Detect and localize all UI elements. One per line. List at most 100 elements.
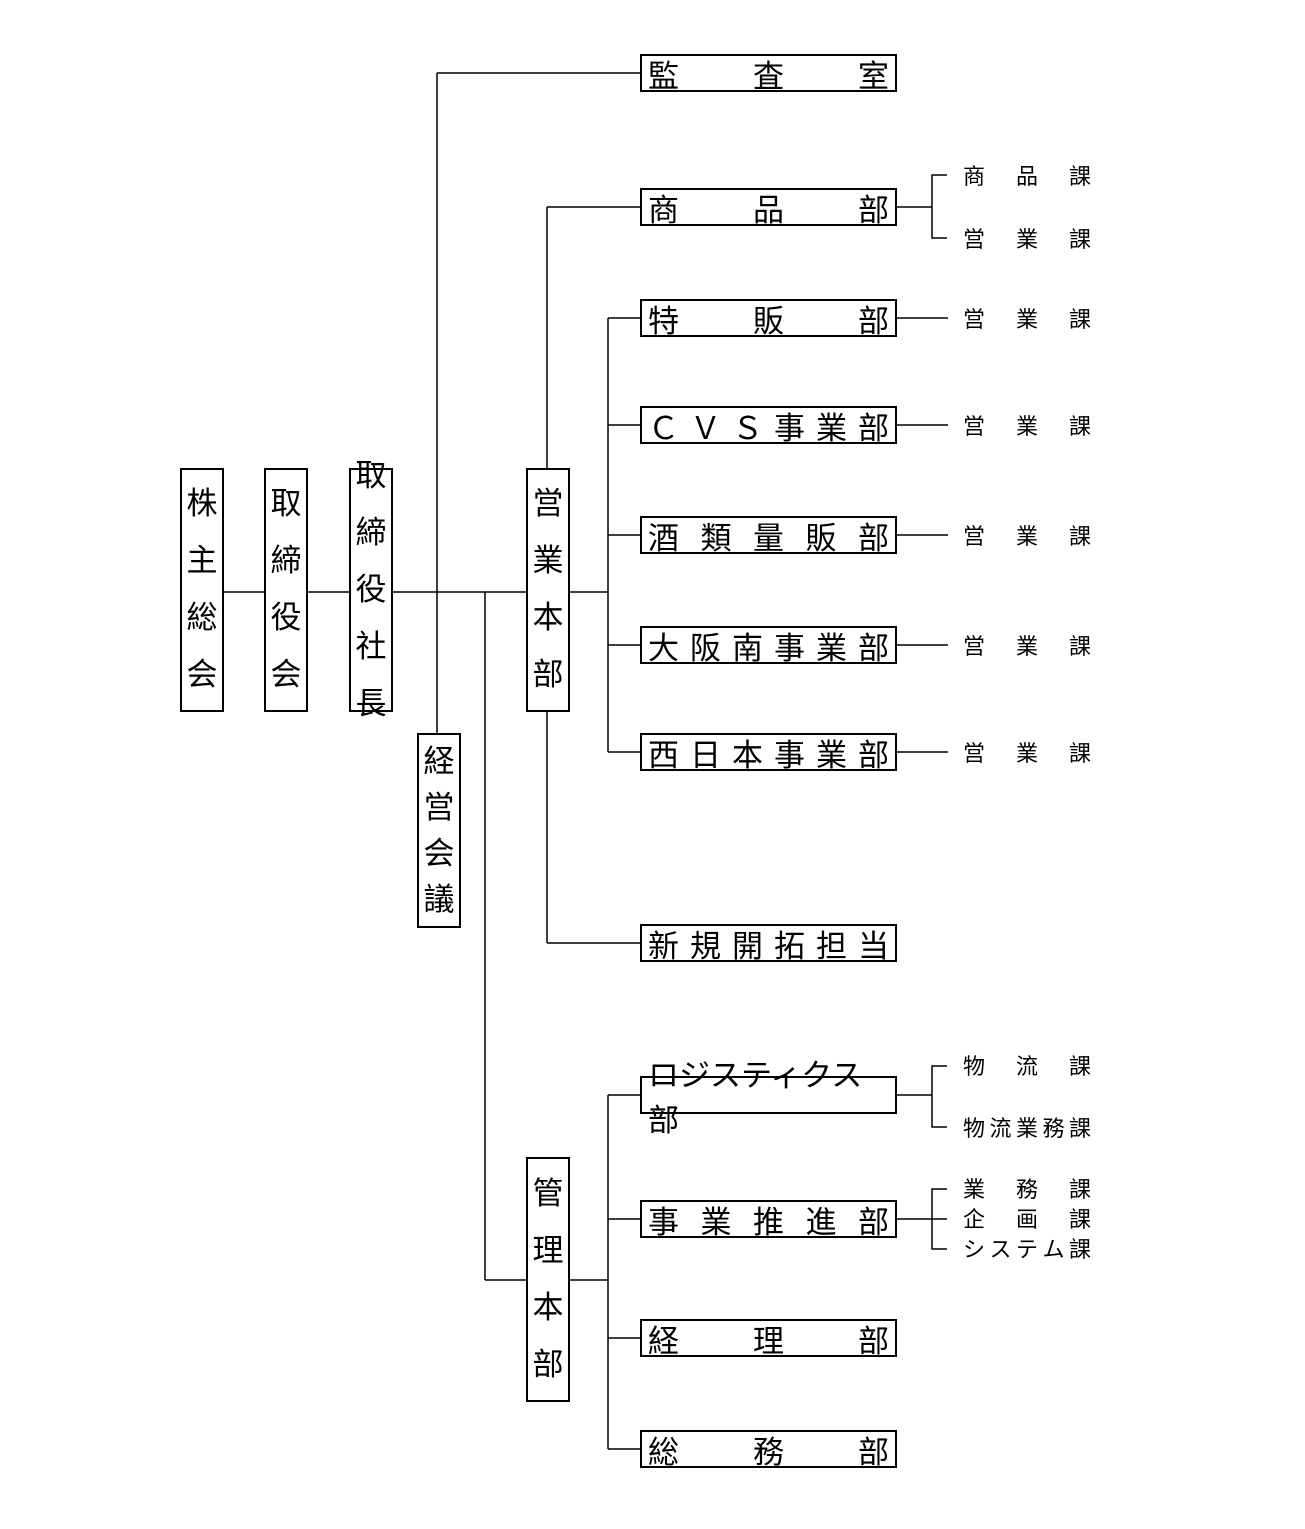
label-char: 業 <box>1015 635 1038 660</box>
label-char: 総 <box>648 1434 679 1471</box>
label-char: 部 <box>858 192 889 229</box>
general-affairs-dept-box: 総務部 <box>640 1430 897 1471</box>
board-of-directors-box: 取締役会 <box>264 468 308 712</box>
accounting-dept-box: 経理部 <box>640 1319 897 1360</box>
liquor-mass-sales-dept-box: 酒類量販部 <box>640 516 897 557</box>
label-char: 部 <box>858 1204 889 1241</box>
section-label: 営業課 <box>963 223 1091 253</box>
vertical-char: 役 <box>270 600 302 636</box>
label-char: 品 <box>753 192 784 229</box>
label-char: 課 <box>1068 1178 1091 1203</box>
label-char: 課 <box>1068 415 1091 440</box>
label-char: 業 <box>1015 228 1038 253</box>
vertical-char: 締 <box>355 514 387 551</box>
label-char: 理 <box>753 1323 784 1360</box>
vertical-char: 営 <box>532 486 564 522</box>
label-char: 業 <box>1015 308 1038 333</box>
label-char: 室 <box>858 58 889 95</box>
label-char: 業 <box>700 1204 732 1241</box>
label-char: 務 <box>1015 1178 1038 1203</box>
vertical-char: 役 <box>355 571 387 608</box>
label-char: 物 <box>963 1117 986 1142</box>
label-char: 業 <box>1015 742 1038 767</box>
label-char: 営 <box>963 635 986 660</box>
label-char: 南 <box>732 630 763 667</box>
label-char: 部 <box>858 520 889 557</box>
label-char: 西 <box>648 737 679 774</box>
vertical-char: 理 <box>532 1232 564 1269</box>
special-sales-dept-box: 特販部 <box>640 299 897 340</box>
label-char: 課 <box>1068 635 1091 660</box>
label-char: 大 <box>648 630 679 667</box>
label-char: 業 <box>816 630 847 667</box>
admin-headquarters-box: 管理本部 <box>526 1157 570 1402</box>
logistics-dept-box: ロジスティクス部 <box>640 1058 897 1139</box>
label-char: ス <box>989 1238 1012 1263</box>
label-char: 営 <box>963 415 986 440</box>
section-label: 物流業務課 <box>963 1112 1091 1142</box>
vertical-char: 会 <box>186 657 218 693</box>
label-char: 販 <box>805 520 837 557</box>
vertical-char: 取 <box>355 457 387 494</box>
label-char: 営 <box>963 308 986 333</box>
label-char: 課 <box>1068 165 1091 190</box>
label-char: テ <box>1015 1238 1038 1263</box>
label-char: 課 <box>1068 525 1091 550</box>
label-char: 課 <box>1068 308 1091 333</box>
label-char: 課 <box>1068 1238 1091 1263</box>
label-char: 物 <box>963 1055 986 1080</box>
label-char: 拓 <box>774 928 805 965</box>
label-char: 事 <box>648 1204 679 1241</box>
merchandise-dept-box: 商品部 <box>640 188 897 229</box>
label-char: 進 <box>805 1204 837 1241</box>
vertical-char: 取 <box>270 486 302 522</box>
label-char: 業 <box>1015 415 1038 440</box>
label-char: 商 <box>648 192 679 229</box>
label-char: 品 <box>1015 165 1038 190</box>
label-char: 部 <box>858 1434 889 1471</box>
section-label: 営業課 <box>963 737 1091 767</box>
label-char: Ｖ <box>690 410 721 447</box>
vertical-char: 管 <box>532 1175 564 1212</box>
label-char: 課 <box>1068 1208 1091 1233</box>
label-char: 監 <box>648 58 679 95</box>
section-label: 業務課 <box>963 1173 1091 1203</box>
label-char: 推 <box>753 1204 784 1241</box>
label-char: 類 <box>700 520 732 557</box>
section-label: 営業課 <box>963 410 1091 440</box>
label-char: 本 <box>732 737 763 774</box>
vertical-char: 部 <box>532 657 564 693</box>
label-char: 営 <box>963 742 986 767</box>
president-box: 取締役社長 <box>349 458 393 722</box>
label-char: 事 <box>774 410 805 447</box>
label-char: 当 <box>858 928 889 965</box>
label-char: 部 <box>858 630 889 667</box>
vertical-char: 経 <box>423 743 455 780</box>
section-label: 営業課 <box>963 303 1091 333</box>
label-char: 販 <box>753 303 784 340</box>
label-char: 日 <box>690 737 721 774</box>
label-char: 酒 <box>648 520 679 557</box>
label-char: 業 <box>1015 1117 1038 1142</box>
label-char: 業 <box>963 1178 986 1203</box>
label-char: 量 <box>753 520 784 557</box>
vertical-char: 営 <box>423 789 455 826</box>
label-char: 阪 <box>690 630 721 667</box>
label-char: 事 <box>774 630 805 667</box>
label-char: 務 <box>1042 1117 1065 1142</box>
label-char: 部 <box>858 737 889 774</box>
label-char: 企 <box>963 1208 986 1233</box>
vertical-char: 会 <box>423 835 455 872</box>
label-char: 査 <box>753 58 784 95</box>
vertical-char: 総 <box>186 600 218 636</box>
label-char: 特 <box>648 303 679 340</box>
label-char: シ <box>963 1238 986 1263</box>
vertical-char: 業 <box>532 543 564 579</box>
label-char: Ｃ <box>648 410 679 447</box>
label-char: 業 <box>1015 525 1038 550</box>
label-char: 新 <box>648 928 679 965</box>
label-char: 規 <box>690 928 721 965</box>
vertical-char: 主 <box>186 543 218 579</box>
